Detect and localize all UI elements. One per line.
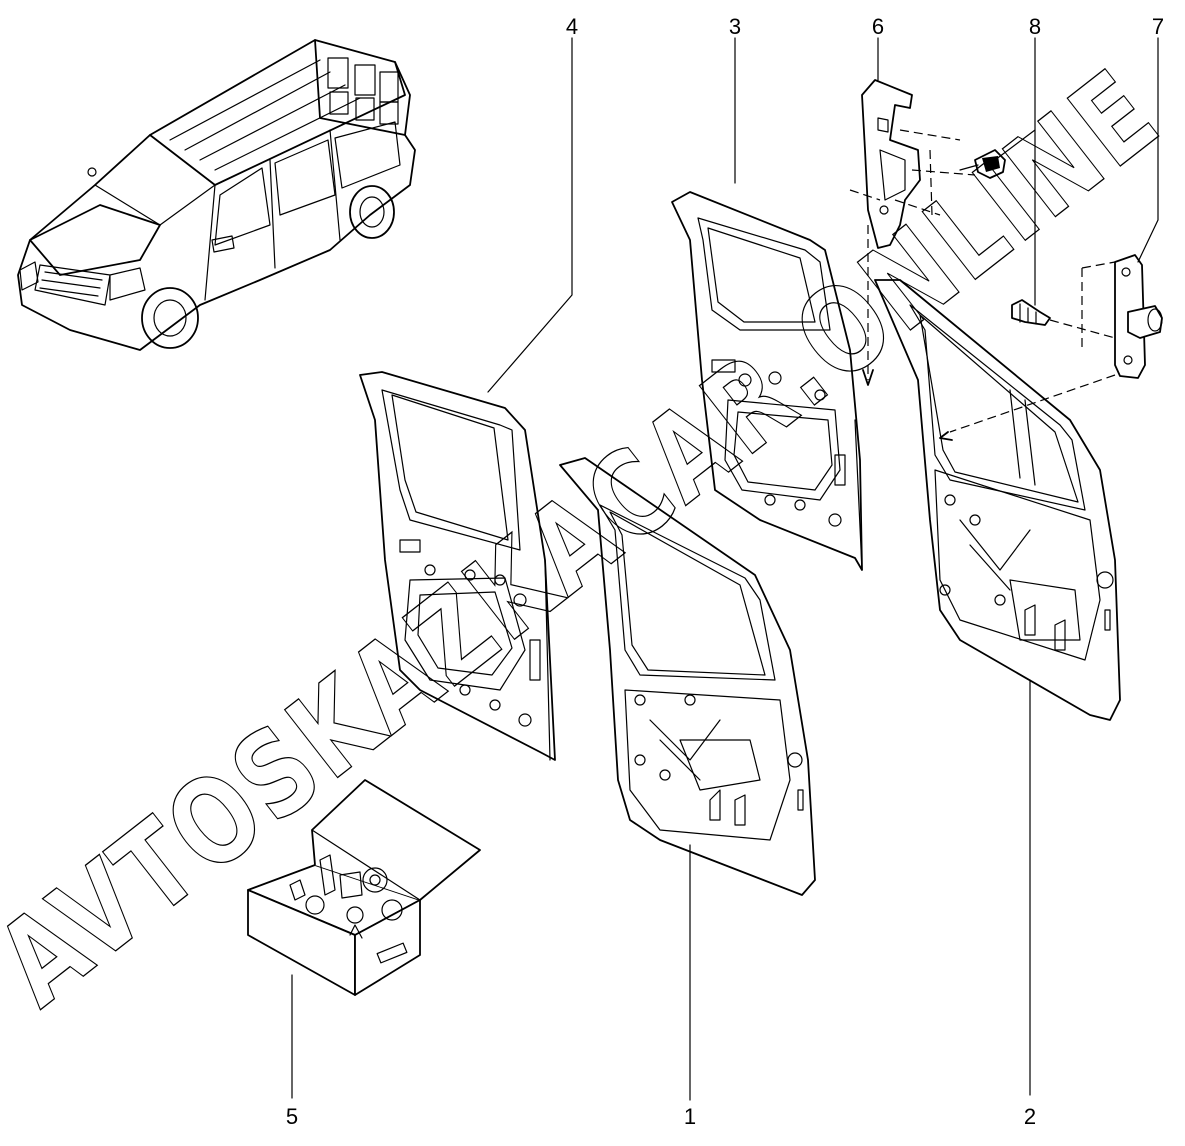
leader-lines [291, 37, 1159, 1101]
rear-door-2 [874, 279, 1121, 721]
vehicle-illustration [17, 39, 416, 351]
rear-door-3 [671, 191, 863, 571]
leader-4 [487, 37, 573, 393]
rear-door-4 [359, 371, 556, 761]
leader-7 [1137, 37, 1159, 263]
callout-6: 6 [872, 14, 884, 39]
assembly-arrow-hinge [862, 369, 874, 386]
hinge-6 [849, 79, 976, 249]
callout-2: 2 [1024, 1104, 1036, 1129]
striker-7 [939, 254, 1163, 441]
parts-box-5 [247, 779, 481, 996]
bolt-8-lower [1011, 299, 1116, 339]
callout-labels: 4 3 6 8 7 5 1 2 [286, 14, 1164, 1129]
rear-door-1 [559, 457, 816, 896]
callout-1: 1 [684, 1104, 696, 1129]
callout-5: 5 [286, 1104, 298, 1129]
callout-3: 3 [729, 14, 741, 39]
callout-4: 4 [566, 14, 578, 39]
callout-8: 8 [1029, 14, 1041, 39]
callout-7: 7 [1152, 14, 1164, 39]
